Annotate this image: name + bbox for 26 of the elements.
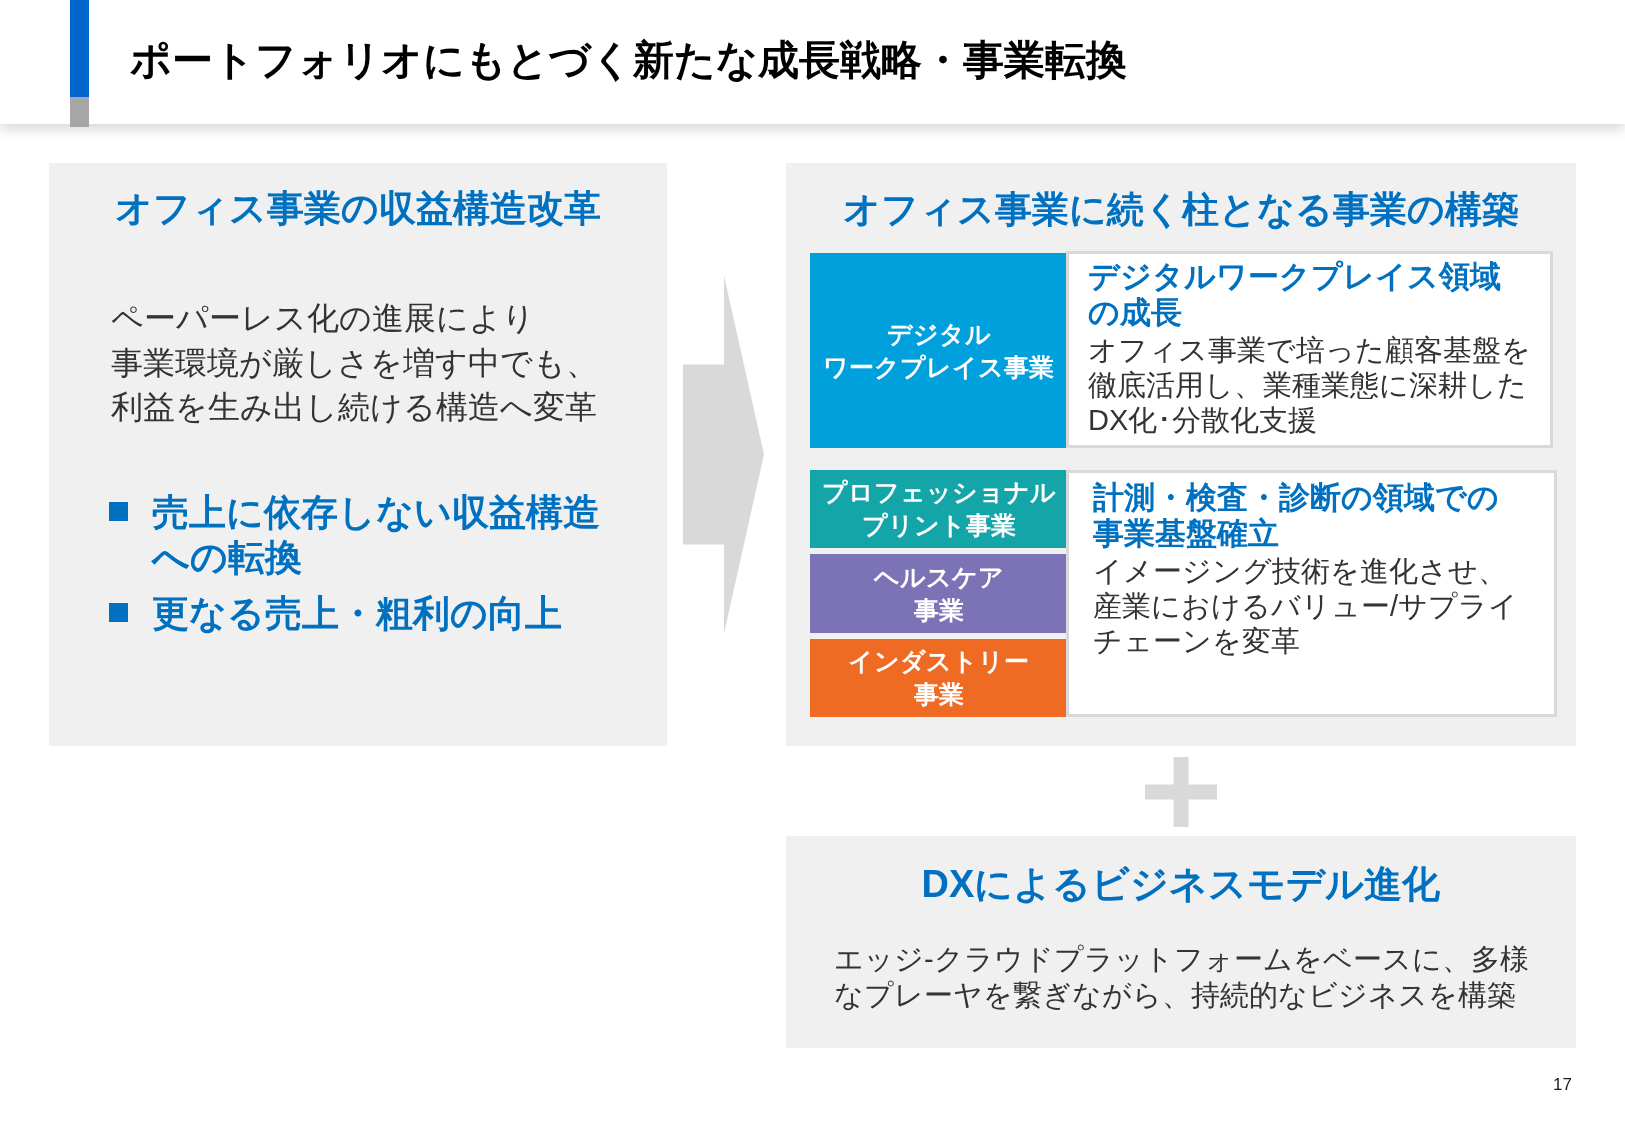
body-text: エッジ-クラウドプラットフォームをベースに、多様なプレーヤを繋ぎながら、持続的なビジネスを構築 [834, 942, 1530, 1013]
description-box [1066, 470, 1557, 717]
block-arrow [683, 275, 764, 634]
category-box [810, 470, 1067, 548]
category-label: デジタルワークプレイス事業 [822, 318, 1055, 383]
body-text: イメージング技術を進化させ、産業におけるバリュー/サプライチェーンを変革 [1093, 554, 1520, 659]
panel-heading: オフィス事業に続く柱となる事業の構築 [842, 188, 1520, 232]
panel-heading: オフィス事業の収益構造改革 [114, 187, 602, 231]
bullet-text: 更なる売上・粗利の向上 [152, 591, 562, 636]
panel-heading: DXによるビジネスモデル進化 [920, 862, 1442, 907]
category-label: インダストリー事業 [847, 646, 1030, 710]
body-text: オフィス事業で培った顧客基盤を徹底活用し、業種業態に深耕したDX化･分散化支援 [1088, 333, 1532, 438]
content-panel [786, 163, 1576, 746]
description-box [1066, 251, 1553, 448]
box-heading: デジタルワークプレイス領域の成長 [1088, 259, 1502, 331]
category-box [810, 639, 1067, 717]
box-heading: 計測・検査・診断の領域での事業基盤確立 [1093, 480, 1500, 552]
category-label: ヘルスケア事業 [872, 561, 1005, 626]
category-box [810, 554, 1067, 633]
slide-title: ポートフォリオにもとづく新たな成長戦略・事業転換 [130, 36, 1127, 85]
page-number: 17 [1553, 1074, 1572, 1096]
category-label: プロフェッショナルプリント事業 [820, 477, 1057, 541]
category-box [810, 253, 1067, 448]
body-text: ペーパーレス化の進展により事業環境が厳しさを増す中でも、利益を生み出し続ける構造へ変革 [111, 299, 599, 427]
bullet-text: 売上に依存しない収益構造への転換 [152, 490, 601, 580]
content-panel [49, 163, 667, 746]
